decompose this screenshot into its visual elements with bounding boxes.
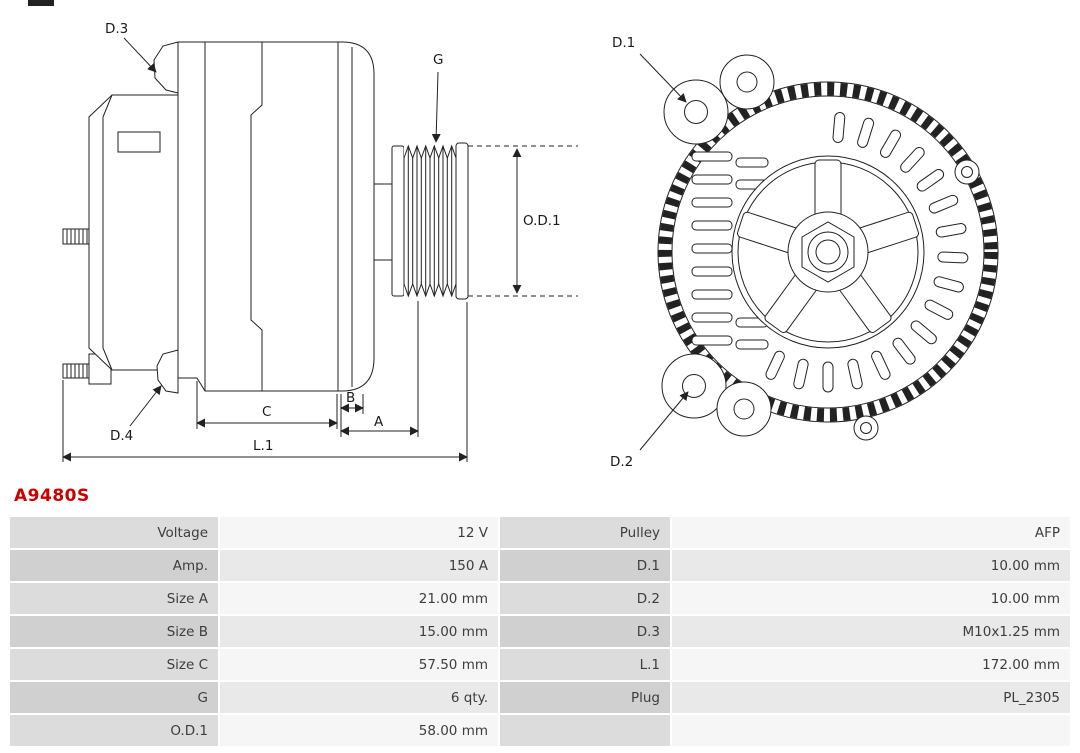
- dim-label-a: A: [374, 414, 384, 430]
- spec-label-cell: O.D.1: [10, 715, 218, 746]
- spec-value-cell: M10x1.25 mm: [672, 616, 1070, 647]
- spec-label-cell: G: [10, 682, 218, 713]
- spec-value-cell: 12 V: [220, 517, 498, 548]
- spec-value-cell: [672, 715, 1070, 746]
- pulley-face: [731, 155, 925, 349]
- alternator-body: [177, 41, 375, 392]
- part-number: A9480S: [14, 486, 90, 506]
- mounting-ear-top: [719, 54, 775, 110]
- spec-value-cell: 21.00 mm: [220, 583, 498, 614]
- spec-value-cell: 6 qty.: [220, 682, 498, 713]
- vent-louvers: [691, 151, 769, 350]
- dim-label-d2: D.2: [610, 454, 633, 470]
- spec-table: Voltage 12 V Pulley AFP Amp. 150 A D.1 1…: [10, 517, 1070, 746]
- spec-value-cell: 10.00 mm: [672, 583, 1070, 614]
- spec-value-cell: AFP: [672, 517, 1070, 548]
- dim-label-d3: D.3: [105, 21, 128, 37]
- dim-label-od1: O.D.1: [523, 213, 561, 229]
- mounting-ear-bottom: [716, 381, 772, 437]
- mounting-ear-bottom-left: [661, 353, 727, 419]
- spec-label-cell: Plug: [500, 682, 670, 713]
- spec-value-cell: 172.00 mm: [672, 649, 1070, 680]
- screen-artifact: [28, 0, 54, 6]
- spec-label-cell: Voltage: [10, 517, 218, 548]
- small-lug-bottom-right: [853, 415, 879, 441]
- spec-value-cell: 57.50 mm: [220, 649, 498, 680]
- spec-label-cell: Pulley: [500, 517, 670, 548]
- pulley: [373, 142, 469, 300]
- dim-label-l1: L.1: [253, 438, 273, 454]
- dim-label-d1: D.1: [612, 35, 635, 51]
- bottom-mounting-lug: [156, 349, 179, 394]
- rear-cover: [88, 94, 179, 371]
- spec-value-cell: PL_2305: [672, 682, 1070, 713]
- dim-label-d4: D.4: [110, 428, 133, 444]
- spec-value-cell: 10.00 mm: [672, 550, 1070, 581]
- spec-label-cell: D.2: [500, 583, 670, 614]
- top-mounting-lug: [153, 41, 179, 94]
- cooling-fins-ring: [658, 82, 998, 422]
- front-view-dimensions: D.1 D.2: [610, 35, 689, 470]
- spec-label-cell: Size A: [10, 583, 218, 614]
- dim-label-g: G: [433, 52, 443, 68]
- spec-label-cell: L.1: [500, 649, 670, 680]
- spec-label-cell: Amp.: [10, 550, 218, 581]
- dim-label-b: B: [346, 390, 355, 406]
- alternator-front-view: D.1 D.2: [610, 35, 999, 470]
- spec-label-cell: D.1: [500, 550, 670, 581]
- side-view-dimensions: D.3 G O.D.1 C B A: [62, 21, 578, 462]
- spec-value-cell: 15.00 mm: [220, 616, 498, 647]
- spec-value-cell: 58.00 mm: [220, 715, 498, 746]
- spec-label-cell: [500, 715, 670, 746]
- small-lug-right: [954, 159, 980, 185]
- technical-drawing: D.3 G O.D.1 C B A: [62, 21, 999, 470]
- spec-value-cell: 150 A: [220, 550, 498, 581]
- vent-slots: [765, 112, 969, 393]
- spec-label-cell: D.3: [500, 616, 670, 647]
- spec-label-cell: Size C: [10, 649, 218, 680]
- dim-label-c: C: [262, 404, 271, 420]
- alternator-side-view: D.3 G O.D.1 C B A: [62, 21, 578, 462]
- spec-label-cell: Size B: [10, 616, 218, 647]
